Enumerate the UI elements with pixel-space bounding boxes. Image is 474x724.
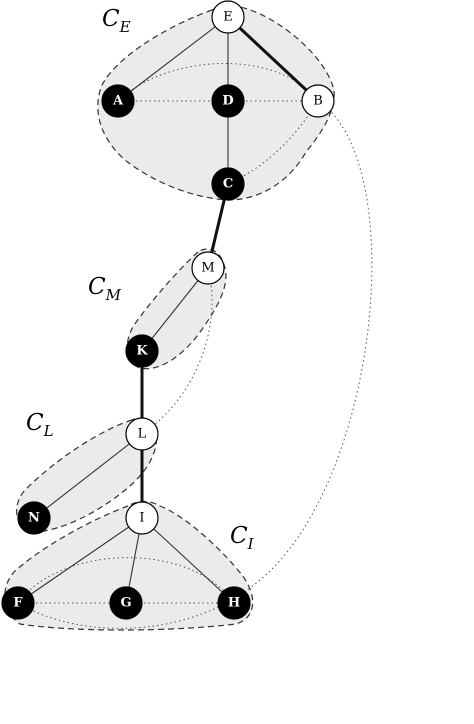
node-d-label: D: [222, 94, 233, 109]
node-g: G: [109, 586, 143, 620]
node-g-circle: [109, 586, 143, 620]
node-b-label: B: [313, 94, 323, 109]
cluster-label-m: CM: [88, 274, 122, 304]
node-f-circle: [1, 586, 35, 620]
edge-l-n: [33, 433, 143, 519]
edge-e-a: [117, 16, 229, 102]
edge-m-k: [141, 267, 209, 352]
cluster-label-i: CI: [230, 523, 255, 553]
node-k: K: [125, 334, 159, 368]
node-i: I: [125, 501, 159, 535]
node-k-label: K: [136, 344, 148, 359]
edge-f-h: [17, 557, 235, 604]
node-a-label: A: [112, 94, 124, 109]
edge-i-f: [17, 517, 143, 604]
node-e: E: [211, 0, 245, 34]
node-d-circle: [211, 84, 245, 118]
node-b: B: [301, 84, 335, 118]
cluster-label-e-sub: E: [119, 18, 131, 36]
cluster-label-l-main: C: [26, 410, 44, 436]
node-g-label: G: [120, 596, 131, 611]
node-h-label: H: [228, 596, 240, 611]
node-m-label: M: [201, 261, 214, 276]
node-k-circle: [125, 334, 159, 368]
node-a: A: [101, 84, 135, 118]
node-h-circle: [217, 586, 251, 620]
node-m: M: [191, 251, 225, 285]
cluster-label-e: CE: [102, 6, 131, 36]
cluster-label-l: CL: [26, 410, 54, 440]
node-l-label: L: [138, 427, 147, 442]
node-b-circle: [301, 84, 335, 118]
node-n-circle: [17, 501, 51, 535]
node-e-label: E: [223, 10, 233, 25]
node-e-circle: [211, 0, 245, 34]
node-c: C: [211, 167, 245, 201]
cluster-regions: [4, 5, 335, 631]
node-i-circle: [125, 501, 159, 535]
node-d: D: [211, 84, 245, 118]
node-l: L: [125, 417, 159, 451]
node-m-circle: [191, 251, 225, 285]
node-f-label: F: [13, 596, 23, 611]
edge-i-h: [141, 517, 235, 604]
edge-b-f: [17, 100, 373, 629]
cluster-label-m-main: C: [88, 274, 106, 300]
cluster-label-e-main: C: [102, 6, 120, 32]
node-c-label: C: [223, 177, 233, 192]
node-l-circle: [125, 417, 159, 451]
cluster-label-i-main: C: [230, 523, 248, 549]
cluster-region-i: [4, 500, 254, 631]
node-c-circle: [211, 167, 245, 201]
cluster-labels: CE CM CL CI: [26, 6, 255, 553]
node-i-label: I: [139, 511, 144, 526]
cluster-label-m-sub: M: [105, 286, 122, 304]
node-n-label: N: [28, 511, 40, 526]
node-a-circle: [101, 84, 135, 118]
edge-e-b: [226, 15, 320, 103]
nodes: E A D B C M K L: [1, 0, 335, 620]
node-n: N: [17, 501, 51, 535]
node-h: H: [217, 586, 251, 620]
cluster-label-i-sub: I: [247, 535, 255, 553]
cluster-label-l-sub: L: [43, 422, 54, 440]
node-f: F: [1, 586, 35, 620]
